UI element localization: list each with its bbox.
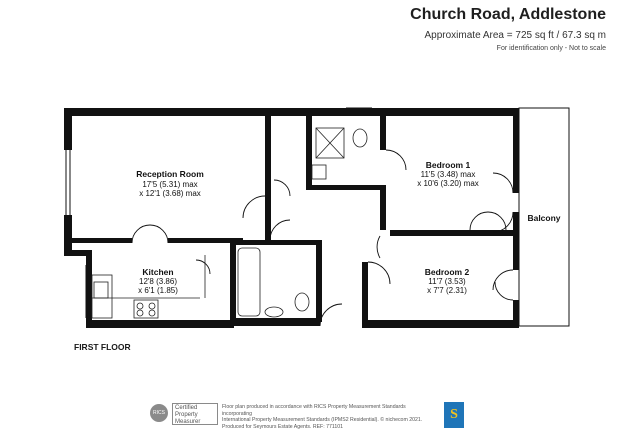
shower-tray xyxy=(315,127,345,159)
footer-disclaimer: Floor plan produced in accordance with R… xyxy=(222,404,437,430)
door-kitchen-cupboard xyxy=(195,259,211,275)
bath-toilet xyxy=(294,292,310,312)
windows xyxy=(65,107,372,318)
bedroom2-dim1: 11'7 (3.53) xyxy=(428,277,466,286)
door-bedroom1 xyxy=(376,235,381,259)
wall-balcony-mid xyxy=(513,212,519,270)
ensuite-basin xyxy=(311,164,327,180)
balcony xyxy=(518,107,570,327)
wall-balcony-lower xyxy=(513,300,519,326)
bedroom1-name: Bedroom 1 xyxy=(426,160,471,170)
reception-dim2: x 12'1 (3.68) max xyxy=(139,189,201,198)
bathtub xyxy=(237,247,261,317)
kitchen-name: Kitchen xyxy=(142,267,173,277)
wall-bedroom2-left xyxy=(362,262,368,326)
wall-left-step xyxy=(64,250,92,256)
door-balcony-2 xyxy=(492,269,514,301)
certified-measurer-badge: Certified Property Measurer xyxy=(172,403,218,425)
bedroom2-name: Bedroom 2 xyxy=(425,267,470,277)
wall-bath-left xyxy=(230,240,236,322)
bath-basin xyxy=(264,306,284,318)
wall-bath-top xyxy=(230,240,320,245)
wall-ensuite-left xyxy=(306,116,312,190)
kitchen-dim1: 12'8 (3.86) xyxy=(139,277,177,286)
wall-ensuite-right xyxy=(380,116,386,150)
agent-logo-icon: S xyxy=(444,402,464,428)
kitchen-dim2: x 6'1 (1.85) xyxy=(138,286,178,295)
wall-bed-divider xyxy=(390,230,518,236)
wall-ensuite-bottom xyxy=(306,185,386,190)
door-reception-double xyxy=(131,224,169,244)
rics-logo-icon: RICS xyxy=(150,404,168,422)
wall-bath-right xyxy=(316,240,322,322)
scale-note: For identification only - Not to scale xyxy=(496,45,606,52)
wall-reception-bottom-left xyxy=(72,238,132,243)
walls xyxy=(64,108,519,328)
floor-label: FIRST FLOOR xyxy=(74,342,131,352)
door-entrance xyxy=(319,303,343,327)
door-bath xyxy=(269,219,291,241)
kitchen-sink xyxy=(93,281,109,299)
kitchen-counter xyxy=(91,274,113,319)
reception-dim1: 17'5 (5.31) max xyxy=(142,180,197,189)
reception-name: Reception Room xyxy=(136,169,204,179)
wall-bottom-mid xyxy=(230,318,320,326)
wall-top xyxy=(64,108,519,116)
ensuite-toilet xyxy=(352,128,368,148)
bedroom1-dim1: 11'5 (3.48) max xyxy=(421,170,476,179)
bedroom2-dim2: x 7'7 (2.31) xyxy=(427,286,467,295)
footer-line-1: Floor plan produced in accordance with R… xyxy=(222,404,406,417)
wall-bottom-right xyxy=(362,320,519,328)
footer-line-3: Produced for Seymours Estate Agents. REF… xyxy=(222,423,344,430)
doors xyxy=(131,149,514,327)
wall-left-upper xyxy=(64,108,72,150)
door-bedroom1-wardrobe xyxy=(469,211,507,231)
wall-kitchen-left xyxy=(86,255,92,325)
wall-reception-right xyxy=(265,116,271,240)
footer-line-2: International Property Measurement Stand… xyxy=(222,417,423,423)
wall-left-lower xyxy=(64,215,72,255)
approximate-area: Approximate Area = 725 sq ft / 67.3 sq m xyxy=(424,30,607,41)
door-balcony-1 xyxy=(492,172,514,233)
door-ensuite xyxy=(385,149,407,171)
door-bedroom2 xyxy=(367,261,391,285)
balcony-name: Balcony xyxy=(527,213,560,223)
wall-bedroom-left xyxy=(380,190,386,230)
plan-title: Church Road, Addlestone xyxy=(410,6,606,23)
fixtures xyxy=(91,127,368,319)
bedroom1-dim2: x 10'6 (3.20) max xyxy=(417,179,479,188)
door-corridor xyxy=(242,195,266,219)
kitchen-hob xyxy=(133,299,159,319)
wall-bottom-left xyxy=(86,320,234,328)
wall-balcony-upper xyxy=(513,108,519,193)
wall-reception-bottom-right xyxy=(168,238,243,243)
room-labels: Reception Room 17'5 (5.31) max x 12'1 (3… xyxy=(136,160,561,295)
door-wardrobe-small xyxy=(273,179,291,197)
